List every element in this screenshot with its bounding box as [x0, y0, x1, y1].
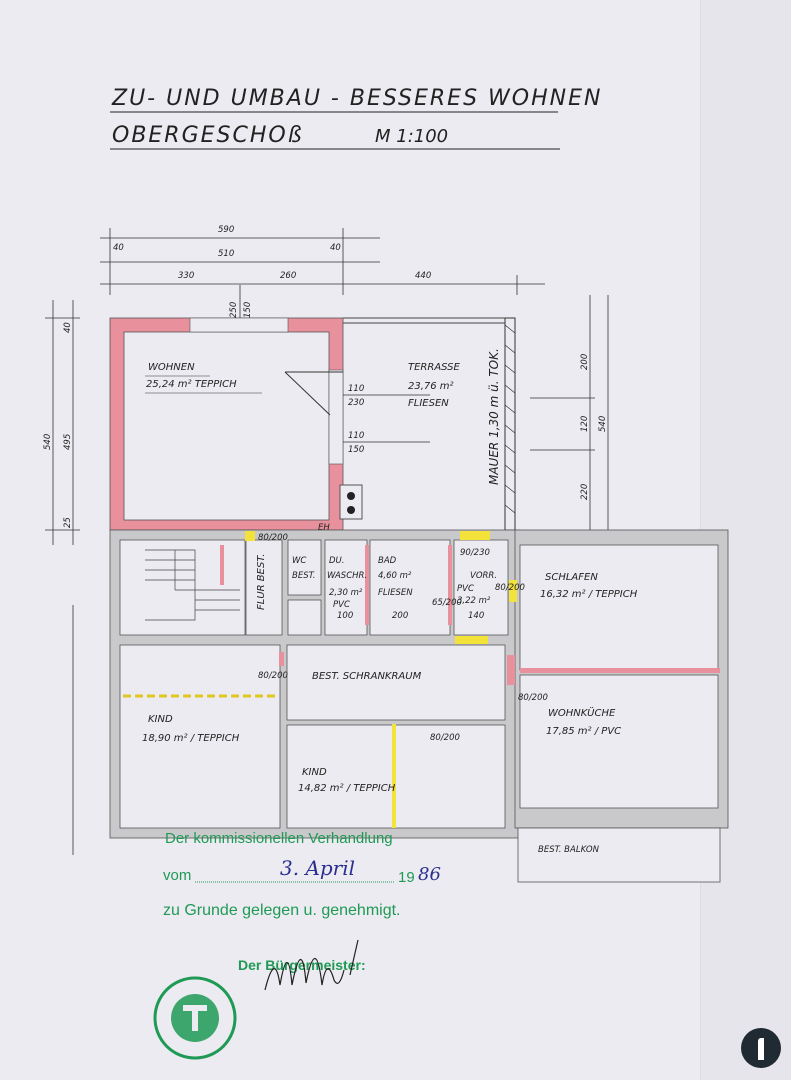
dim-label: 40: [63, 322, 73, 333]
wohnen-walls: [109, 317, 363, 531]
dim-label: 260: [280, 271, 296, 281]
room-info-du: 2,30 m²: [329, 588, 363, 598]
room-name-kind-1: KIND: [148, 714, 173, 725]
dim-label: 110: [348, 431, 364, 441]
door-label: 80/200: [258, 671, 288, 681]
approval-line-1: Der kommissionellen Verhandlung: [165, 830, 393, 847]
dim-label: 540: [598, 416, 608, 432]
room-name-flur: FLUR BEST.: [256, 554, 267, 610]
dim-label: 330: [178, 271, 194, 281]
dim-label: 150: [243, 302, 253, 318]
dim-label: 495: [63, 434, 73, 450]
room-info-vorr: 3,22 m²: [457, 596, 491, 606]
room-name-bad: BAD: [378, 556, 397, 566]
approval-year-suffix: 86: [418, 864, 441, 885]
demolition-yellow: [245, 531, 517, 828]
dim-label: 120: [580, 416, 590, 432]
room-info-terrasse: 23,76 m²: [408, 381, 454, 392]
dimension-lines-top: [100, 228, 545, 340]
room-floor-du: PVC: [333, 600, 350, 610]
room-info-bad: 4,60 m²: [378, 571, 412, 581]
room-name-vorr: VORR.: [470, 571, 497, 581]
scale: M 1:100: [375, 126, 448, 147]
dim-label: 25: [63, 517, 73, 528]
dim-label: 40: [113, 243, 124, 253]
signature: [264, 939, 359, 991]
room-name-balkon: BEST. BALKON: [538, 845, 600, 855]
plan-title: ZU- UND UMBAU - BESSERES WOHNEN OBERGESC…: [110, 86, 602, 150]
stairs: [145, 549, 240, 621]
approval-vom: vom: [163, 867, 191, 884]
dim-label: 150: [348, 445, 364, 455]
room-name-wohnen: WOHNEN: [148, 362, 195, 373]
approval-year-prefix: 19: [398, 869, 415, 886]
door-label: 80/200: [518, 693, 548, 703]
dim-label: 440: [415, 271, 431, 281]
title-line-1: ZU- UND UMBAU - BESSERES WOHNEN: [111, 86, 602, 111]
municipal-seal: [153, 976, 237, 1060]
dim-label: 200: [392, 611, 408, 621]
signatory-label: Der Bürgermeister:: [238, 957, 366, 973]
dim-label: 40: [330, 243, 341, 253]
door-label: 80/200: [495, 583, 525, 593]
dim-label: 590: [218, 225, 234, 235]
room-name-kind-2: KIND: [302, 767, 327, 778]
room-info-kind-1: 18,90 m² / TEPPICH: [142, 733, 240, 744]
room-sub-wc: BEST.: [292, 571, 315, 581]
door-label: 65/200: [432, 598, 462, 608]
room-info-wohnen: 25,24 m² TEPPICH: [146, 379, 237, 390]
brand-logo-icon: [741, 1028, 781, 1068]
room-floor-vorr: PVC: [457, 584, 474, 594]
new-walls-red: [220, 545, 720, 685]
door-label: 80/200: [258, 533, 288, 543]
dim-label: 200: [580, 354, 590, 370]
dim-label: 110: [348, 384, 364, 394]
dim-label: 540: [43, 434, 53, 450]
room-info-wohnkueche: 17,85 m² / PVC: [546, 726, 621, 737]
room-floor-bad: FLIESEN: [378, 588, 413, 598]
approval-stamp: Der kommissionellen Verhandlung vom 3. A…: [153, 830, 441, 1060]
room-name-terrasse: TERRASSE: [408, 362, 461, 373]
dim-label: 510: [218, 249, 234, 259]
room-info-schlafen: 16,32 m² / TEPPICH: [540, 589, 638, 600]
door-labels: 80/200 65/200 90/230 80/200 80/200 80/20…: [258, 533, 548, 743]
door-label: 90/230: [460, 548, 490, 558]
room-info-kind-2: 14,82 m² / TEPPICH: [298, 783, 396, 794]
room-name-du: DU.: [329, 556, 344, 566]
dim-label: 100: [337, 611, 353, 621]
room-sub-du: WASCHR.: [327, 571, 367, 581]
approval-date: 3. April: [280, 856, 355, 880]
dim-label: 250: [229, 302, 239, 318]
room-name-schrankraum: BEST. SCHRANKRAUM: [312, 671, 422, 682]
door-label: 80/200: [430, 733, 460, 743]
title-line-2: OBERGESCHOß: [112, 123, 304, 148]
dim-label: 230: [348, 398, 364, 408]
room-name-schlafen: SCHLAFEN: [545, 572, 598, 583]
eh-label: EH: [318, 523, 330, 533]
dim-label: 220: [580, 484, 590, 500]
room-floor-terrasse: FLIESEN: [408, 398, 449, 409]
mauer-note: MAUER 1,30 m ü. TOK.: [487, 348, 501, 485]
room-name-wohnkueche: WOHNKÜCHE: [548, 706, 616, 719]
approval-line-3: zu Grunde gelegen u. genehmigt.: [163, 902, 401, 919]
room-name-wc: WC: [292, 556, 306, 566]
dim-label: 140: [468, 611, 484, 621]
